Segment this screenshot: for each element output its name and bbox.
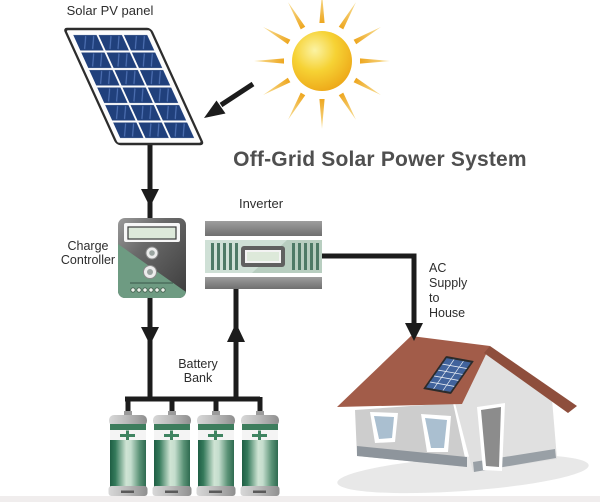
house-door (477, 403, 505, 471)
house-icon (337, 336, 589, 494)
inverter-vents (211, 243, 319, 270)
label-inverter: Inverter (238, 196, 284, 211)
house-base-front (357, 446, 467, 467)
arrow-inverter-to-house (405, 323, 423, 341)
controller-button (145, 246, 159, 260)
arrow-panel-to-controller (141, 189, 159, 207)
house-window (370, 412, 398, 443)
sun-icon (254, 0, 390, 129)
battery-icon (196, 411, 236, 496)
battery-icon (108, 411, 148, 496)
inverter-icon (205, 221, 322, 289)
house-window (421, 414, 451, 452)
battery-icon (240, 411, 280, 496)
charge-controller-icon (118, 218, 186, 298)
arrow-battery-to-inverter (227, 323, 245, 342)
solar-panel-icon (64, 27, 204, 146)
diagram-title: Off-Grid Solar Power System (233, 148, 527, 171)
roof-solar-panel-icon (423, 356, 474, 394)
house-roof-side (484, 346, 577, 413)
label-charge-controller: Charge Controller (60, 239, 116, 268)
battery-icon (152, 411, 192, 496)
inverter-display (241, 246, 285, 267)
label-solar-pv-panel: Solar PV panel (66, 3, 154, 18)
label-ac-supply: AC Supply to House (429, 261, 468, 320)
controller-terminals (130, 287, 166, 293)
sun-to-panel-arrow (204, 81, 255, 118)
floor-strip (0, 496, 600, 502)
label-battery-bank: Battery Bank (178, 357, 218, 386)
controller-button (143, 265, 157, 279)
house-shadow (337, 454, 589, 494)
battery-bank-icon (108, 411, 280, 496)
arrow-controller-to-battery (141, 327, 159, 345)
